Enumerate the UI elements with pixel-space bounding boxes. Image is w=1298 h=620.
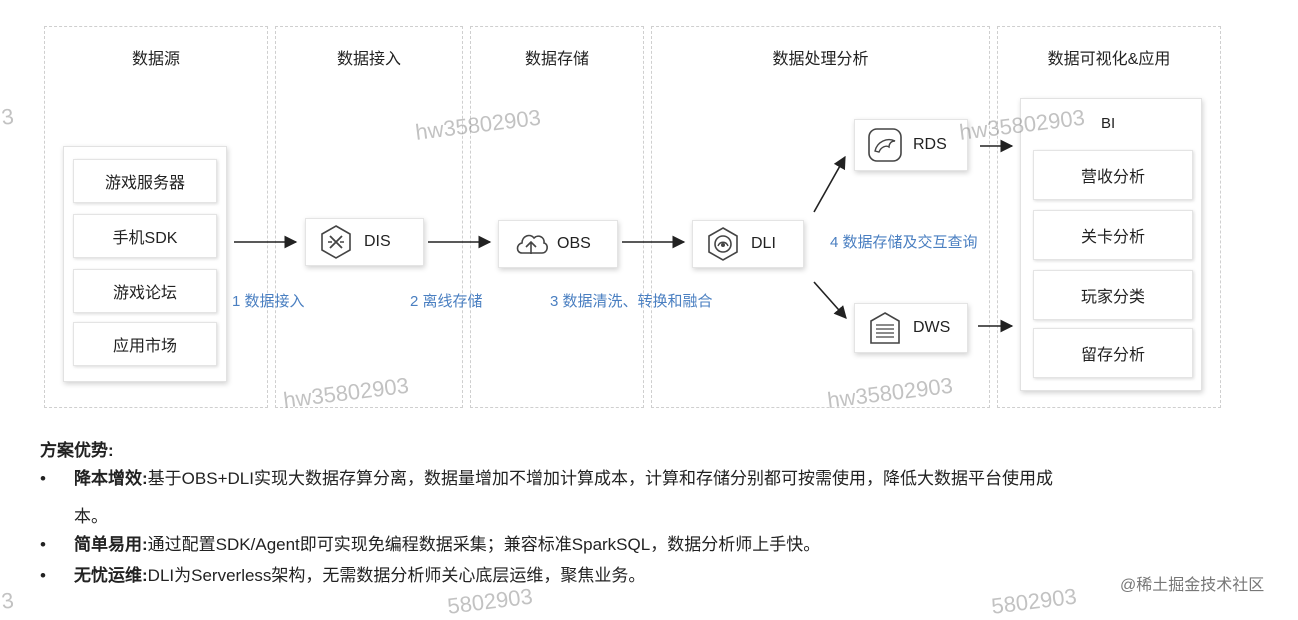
advantage-text: 通过配置SDK/Agent即可实现免编程数据采集；兼容标准SparkSQL，数据… xyxy=(147,535,821,554)
bi-item: 玩家分类 xyxy=(1033,270,1193,320)
column-title-data-processing: 数据处理分析 xyxy=(772,51,869,68)
step-label: 2 离线存储 xyxy=(410,293,483,310)
watermark-fragment: 3 xyxy=(0,587,16,614)
advantage-item: • 降本增效:基于OBS+DLI实现大数据存算分离，数据量增加不增加计算成本，计算… xyxy=(40,464,1053,494)
watermark-fragment: 5802903 xyxy=(990,583,1079,619)
watermark-fragment: 3 xyxy=(0,103,16,130)
rds-label: RDS xyxy=(913,136,947,153)
dli-label: DLI xyxy=(751,235,776,252)
dis-label: DIS xyxy=(364,233,391,250)
advantages-title: 方案优势: xyxy=(40,441,114,460)
bi-panel: BI 营收分析 关卡分析 玩家分类 留存分析 xyxy=(1020,98,1202,391)
advantage-text: 基于OBS+DLI实现大数据存算分离，数据量增加不增加计算成本，计算和存储分别都… xyxy=(147,469,1053,488)
bullet: • xyxy=(40,535,46,554)
column-data-ingest: 数据接入 xyxy=(275,26,463,408)
advantage-continuation: 本。 xyxy=(74,507,108,526)
source-item: 手机SDK xyxy=(73,214,217,258)
rds-node: RDS xyxy=(854,119,968,171)
dli-node: DLI xyxy=(692,220,804,268)
bullet: • xyxy=(40,566,46,585)
column-title-data-ingest: 数据接入 xyxy=(336,51,401,68)
dis-icon xyxy=(321,225,351,259)
source-item: 应用市场 xyxy=(73,322,217,366)
advantage-head: 简单易用: xyxy=(74,535,148,554)
source-item: 游戏服务器 xyxy=(73,159,217,203)
bi-item: 营收分析 xyxy=(1033,150,1193,200)
step-label: 1 数据接入 xyxy=(232,293,305,310)
source-item: 游戏论坛 xyxy=(73,269,217,313)
obs-label: OBS xyxy=(557,235,591,252)
step-label: 4 数据存储及交互查询 xyxy=(830,234,978,251)
dis-node: DIS xyxy=(305,218,424,266)
data-source-panel: 游戏服务器 手机SDK 游戏论坛 应用市场 xyxy=(63,146,227,382)
bi-item: 关卡分析 xyxy=(1033,210,1193,260)
data-warehouse-icon xyxy=(870,312,900,344)
column-title-data-source: 数据源 xyxy=(131,51,180,68)
advantage-head: 降本增效: xyxy=(74,469,148,488)
source-credit: @稀土掘金技术社区 xyxy=(1120,577,1265,594)
column-data-storage: 数据存储 xyxy=(470,26,644,408)
dws-node: DWS xyxy=(854,303,968,353)
obs-node: OBS xyxy=(498,220,618,268)
advantage-head: 无忧运维: xyxy=(74,566,148,585)
advantage-text: DLI为Serverless架构，无需数据分析师关心底层运维，聚焦业务。 xyxy=(147,566,646,585)
bullet: • xyxy=(40,469,46,488)
advantage-item: • 无忧运维:DLI为Serverless架构，无需数据分析师关心底层运维，聚焦业… xyxy=(40,561,645,591)
step-label: 3 数据清洗、转换和融合 xyxy=(550,293,713,310)
column-data-processing: 数据处理分析 xyxy=(651,26,990,408)
bi-label: BI xyxy=(1101,115,1116,132)
cloud-upload-icon xyxy=(516,234,548,254)
advantage-item: • 简单易用:通过配置SDK/Agent即可实现免编程数据采集；兼容标准Spark… xyxy=(40,530,820,560)
column-title-visualization: 数据可视化&应用 xyxy=(1047,51,1171,68)
column-visualization: 数据可视化&应用 xyxy=(997,26,1221,408)
dws-label: DWS xyxy=(913,319,951,336)
dli-icon xyxy=(708,227,738,261)
bi-item: 留存分析 xyxy=(1033,328,1193,378)
database-dolphin-icon xyxy=(868,128,902,162)
column-title-data-storage: 数据存储 xyxy=(524,51,589,68)
column-data-source: 数据源 xyxy=(44,26,268,408)
